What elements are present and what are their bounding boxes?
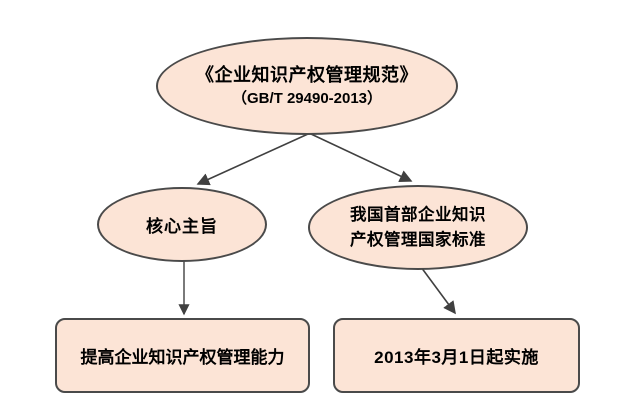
standard-title-text: 《企业知识产权管理规范》 [196, 65, 418, 85]
arrow-first-standard-to-date [420, 266, 456, 315]
arrow-root-to-core-theme [196, 133, 309, 186]
standard-code-text: （GB/T 29490-2013） [231, 90, 383, 107]
node-standard-root: 《企业知识产权管理规范》 （GB/T 29490-2013） [156, 37, 458, 135]
node-improve-ability: 提高企业知识产权管理能力 [55, 318, 310, 393]
node-first-national-standard: 我国首部企业知识 产权管理国家标准 [308, 185, 528, 270]
first-standard-line2-text: 产权管理国家标准 [350, 230, 486, 249]
first-standard-line1-text: 我国首部企业知识 [350, 205, 486, 224]
arrow-root-to-first-standard [310, 133, 413, 183]
core-theme-text: 核心主旨 [146, 217, 218, 236]
node-implementation-date: 2013年3月1日起实施 [333, 318, 580, 393]
improve-ability-text: 提高企业知识产权管理能力 [80, 348, 285, 367]
implementation-date-text: 2013年3月1日起实施 [374, 348, 539, 367]
node-core-theme: 核心主旨 [97, 187, 267, 262]
